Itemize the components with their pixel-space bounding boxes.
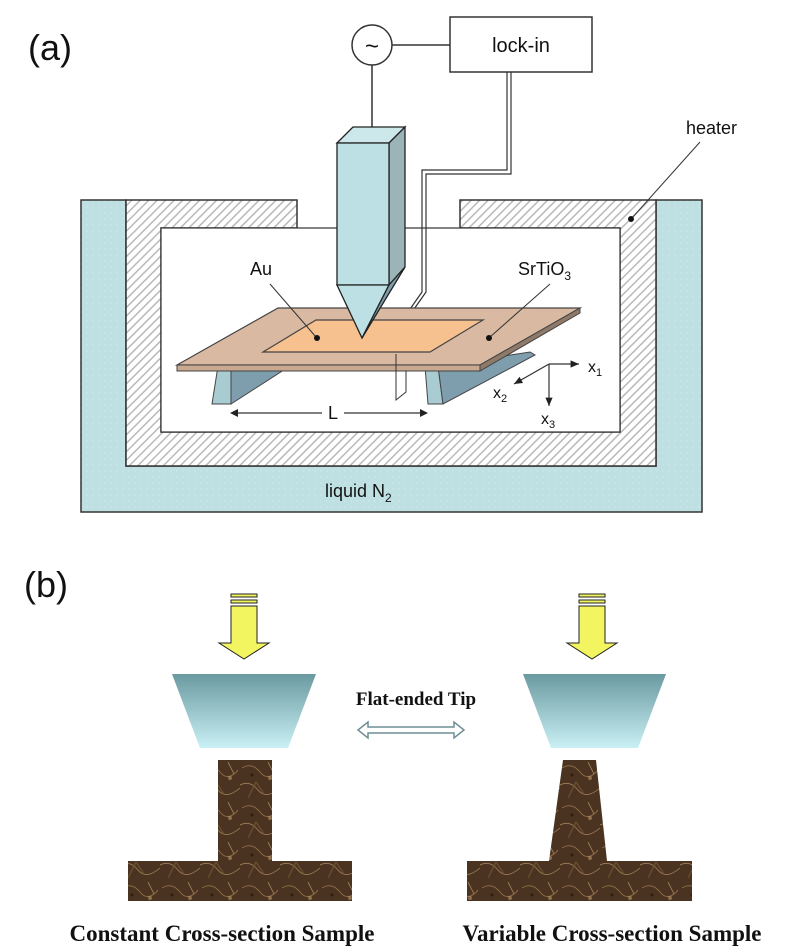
indenter-tip [335, 125, 407, 340]
double-arrow-icon [356, 720, 466, 740]
flat-tip-left [172, 674, 316, 748]
probe-tail [395, 354, 407, 402]
heater-label: heater [686, 118, 737, 138]
variable-sample-caption: Variable Cross-section Sample [463, 921, 762, 946]
au-leader [269, 283, 317, 338]
axis-x3-label: x3 [541, 411, 555, 431]
span-dimension: L [230, 403, 428, 423]
flat-tip-label: Flat-ended Tip [356, 689, 476, 710]
substrate-leader [489, 283, 551, 338]
substrate-label: SrTiO3 [518, 259, 571, 283]
constant-cross-section-sample [128, 760, 352, 901]
heater-leader [631, 141, 701, 219]
gold-electrode [260, 319, 486, 353]
bath-label: liquid N2 [325, 481, 392, 505]
load-arrow-right [565, 593, 619, 660]
lockin-label: lock-in [492, 35, 550, 57]
lockin-amplifier: lock-in [449, 16, 593, 73]
au-label: Au [250, 259, 272, 279]
substrate-marker [486, 335, 492, 341]
axis-x1-label: x1 [588, 359, 602, 379]
substrate [174, 307, 583, 405]
constant-sample-caption: Constant Cross-section Sample [70, 921, 375, 946]
flat-tip-right [523, 674, 666, 748]
heater-marker [628, 216, 634, 222]
panel-b-label: (b) [24, 564, 68, 605]
axis-x2-label: x2 [493, 385, 507, 405]
ac-source-symbol: ~ [365, 33, 379, 60]
span-label: L [328, 403, 338, 423]
load-arrow-left [217, 593, 271, 660]
ac-source: ~ [351, 24, 393, 66]
variable-cross-section-sample [467, 760, 692, 901]
coordinate-axes [513, 360, 579, 406]
au-marker [314, 335, 320, 341]
panel-a-label: (a) [28, 27, 72, 68]
